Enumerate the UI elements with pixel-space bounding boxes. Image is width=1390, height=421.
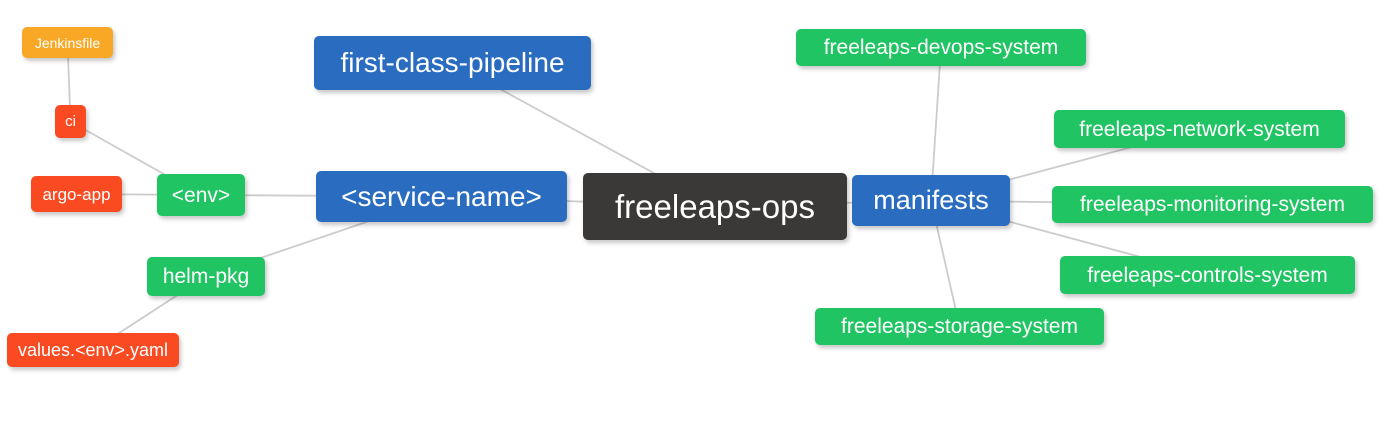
node-monitoring-system[interactable]: freeleaps-monitoring-system [1052, 186, 1373, 223]
node-jenkinsfile[interactable]: Jenkinsfile [22, 27, 113, 58]
node-freeleaps-ops[interactable]: freeleaps-ops [583, 173, 847, 240]
node-argo-app[interactable]: argo-app [31, 176, 122, 212]
node-env[interactable]: <env> [157, 174, 245, 216]
node-values-env-yaml[interactable]: values.<env>.yaml [7, 333, 179, 367]
node-network-system[interactable]: freeleaps-network-system [1054, 110, 1345, 148]
node-helm-pkg[interactable]: helm-pkg [147, 257, 265, 296]
node-devops-system[interactable]: freeleaps-devops-system [796, 29, 1086, 66]
node-controls-system[interactable]: freeleaps-controls-system [1060, 256, 1355, 294]
node-storage-system[interactable]: freeleaps-storage-system [815, 308, 1104, 345]
node-ci[interactable]: ci [55, 105, 86, 138]
node-service-name[interactable]: <service-name> [316, 171, 567, 222]
node-first-class-pipeline[interactable]: first-class-pipeline [314, 36, 591, 90]
node-manifests[interactable]: manifests [852, 175, 1010, 226]
